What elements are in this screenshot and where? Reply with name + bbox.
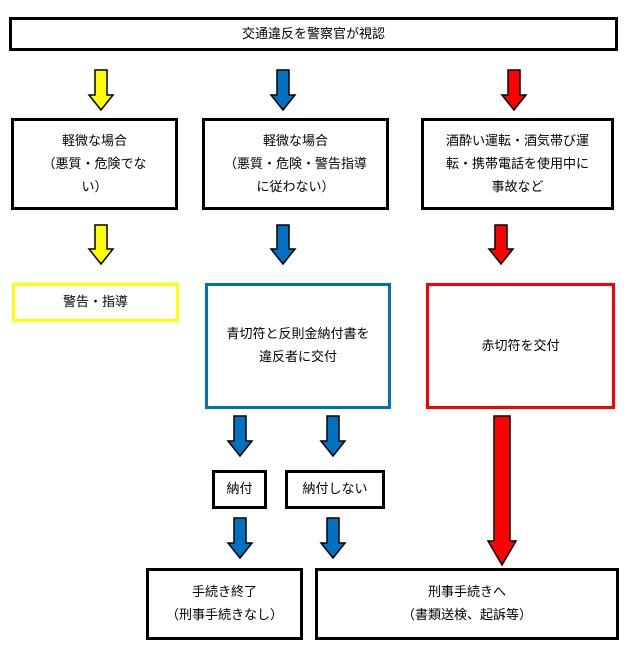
serious-box: 酒酔い運転・酒気帯び運 転・携帯電話を使用中に 事故など xyxy=(421,118,614,210)
criminal-procedure-line-1: 刑事手続きへ xyxy=(427,585,506,600)
warning-text: 警告・指導 xyxy=(62,295,128,310)
not-paid-box: 納付しない xyxy=(285,470,385,509)
arrow-blue-ticket-to-paid xyxy=(226,415,254,458)
paid-text: 納付 xyxy=(226,482,253,497)
minor-safe-line-3: い） xyxy=(81,179,108,195)
arrow-minor-warn-to-blue-ticket xyxy=(269,224,297,266)
arrow-paid-to-procedure-end xyxy=(226,517,254,560)
warning-box: 警告・指導 xyxy=(12,283,179,322)
minor-safe-box: 軽微な場合 （悪質・危険でな い） xyxy=(11,118,178,210)
red-ticket-text: 赤切符を交付 xyxy=(481,338,560,354)
procedure-end-line-2: （刑事手続きなし） xyxy=(165,608,283,623)
minor-warn-box: 軽微な場合 （悪質・危険・警告指導 に従わない） xyxy=(202,118,389,210)
minor-warn-line-1: 軽微な場合 xyxy=(262,133,328,149)
serious-line-3: 事故など xyxy=(491,179,544,195)
criminal-procedure-box: 刑事手続きへ （書類送検、起訴等） xyxy=(315,568,619,640)
arrow-serious-to-red-ticket xyxy=(487,224,515,266)
procedure-end-box: 手続き終了 （刑事手続きなし） xyxy=(146,568,303,640)
minor-safe-line-1: 軽微な場合 xyxy=(61,133,127,149)
criminal-procedure-line-2: （書類送検、起訴等） xyxy=(401,608,532,623)
blue-ticket-line-1: 青切符と反則金納付書を xyxy=(226,327,370,342)
procedure-end-line-1: 手続き終了 xyxy=(191,585,257,600)
serious-line-1: 酒酔い運転・酒気帯び運 xyxy=(445,133,589,149)
arrow-title-to-minor-safe xyxy=(87,69,115,112)
minor-safe-line-2: （悪質・危険でな xyxy=(42,156,147,172)
arrow-title-to-serious xyxy=(500,69,528,112)
minor-warn-line-2: （悪質・危険・警告指導 xyxy=(223,156,367,172)
minor-warn-line-3: に従わない） xyxy=(256,179,335,195)
blue-ticket-line-2: 違反者に交付 xyxy=(258,350,337,365)
blue-ticket-box: 青切符と反則金納付書を 違反者に交付 xyxy=(205,283,391,409)
title-box: 交通違反を警察官が視認 xyxy=(9,17,618,51)
arrow-red-ticket-to-criminal xyxy=(486,415,518,567)
arrow-blue-ticket-to-not-paid xyxy=(319,415,347,458)
red-ticket-box: 赤切符を交付 xyxy=(426,283,615,409)
arrow-title-to-minor-warn xyxy=(269,69,297,112)
title-text: 交通違反を警察官が視認 xyxy=(241,26,385,42)
paid-box: 納付 xyxy=(212,470,267,509)
serious-line-2: 転・携帯電話を使用中に xyxy=(445,156,589,172)
arrow-minor-safe-to-warning xyxy=(87,224,115,266)
arrow-not-paid-to-criminal xyxy=(319,517,347,560)
not-paid-text: 納付しない xyxy=(302,482,368,497)
